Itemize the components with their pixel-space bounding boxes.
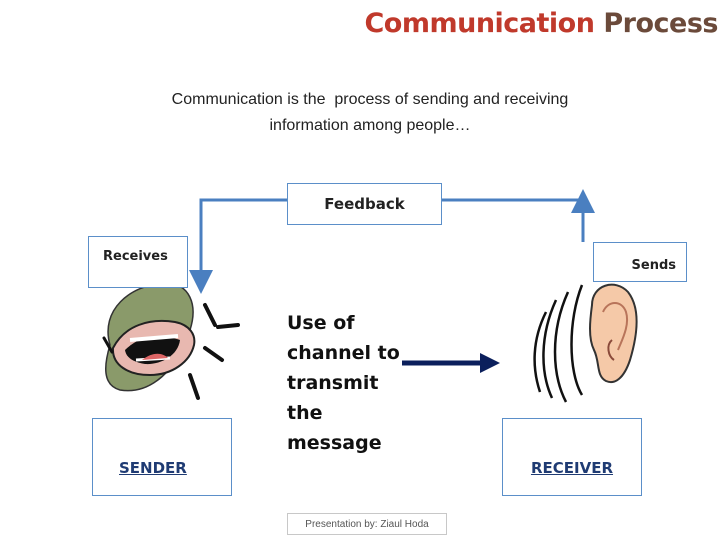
feedback-connector-left <box>189 198 287 294</box>
shouting-mouth-icon <box>102 282 240 400</box>
receives-box: Receives <box>88 236 188 288</box>
title-word-communication: Communication <box>364 8 595 39</box>
sends-label: Sends <box>631 258 676 273</box>
receiver-box: RECEIVER <box>502 418 642 496</box>
channel-line-3: transmit <box>287 372 379 394</box>
feedback-box: Feedback <box>287 183 442 225</box>
title-word-process: Process <box>603 8 718 39</box>
sender-box: SENDER <box>92 418 232 496</box>
channel-text: Use of channel to transmit the message <box>287 308 417 458</box>
channel-line-1: Use of <box>287 312 355 334</box>
feedback-label: Feedback <box>324 195 405 213</box>
footer-credit: Presentation by: Ziaul Hoda <box>287 513 447 535</box>
slide-title: Communication Process <box>364 8 718 39</box>
sender-label: SENDER <box>119 459 187 477</box>
sends-box: Sends <box>593 242 687 282</box>
channel-line-5: message <box>287 432 382 454</box>
intro-line-1: Communication is the process of sending … <box>171 91 569 108</box>
ear-icon <box>533 283 638 403</box>
feedback-connector-right <box>442 198 585 242</box>
channel-line-2: channel to <box>287 342 400 364</box>
receives-label: Receives <box>103 249 168 264</box>
intro-line-2: information among people… <box>269 117 471 134</box>
intro-text: Communication is the process of sending … <box>60 87 680 139</box>
receiver-label: RECEIVER <box>530 459 614 477</box>
channel-line-4: the <box>287 402 323 424</box>
